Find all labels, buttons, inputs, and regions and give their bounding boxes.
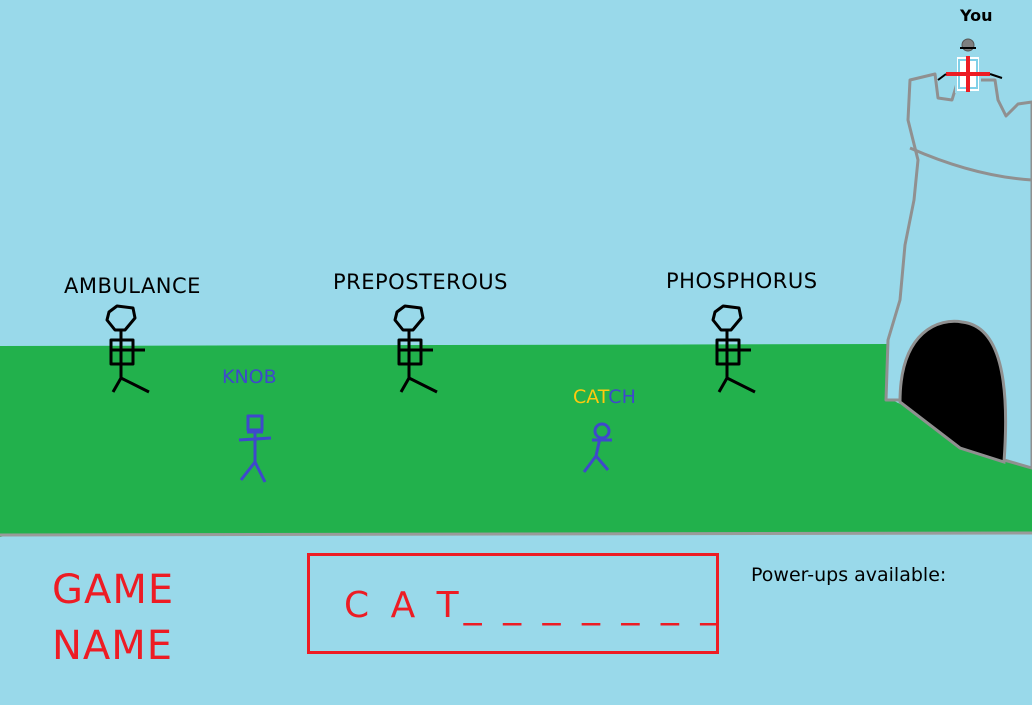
word-progress: C A T_ _ _ _ _ _ _ (344, 585, 724, 626)
game-title: GAME NAME (52, 562, 174, 674)
minion-figure-knob (238, 414, 272, 483)
enemy-word-phosphorus: PHOSPHORUS (666, 269, 818, 293)
enemy-figure-preposterous (393, 304, 438, 394)
knight-icon (937, 38, 1003, 93)
tower-gate (898, 319, 1008, 465)
castle-tower-icon (884, 72, 1032, 470)
enemy-word-ambulance: AMBULANCE (64, 274, 201, 298)
powerups-label: Power-ups available: (751, 564, 947, 586)
minion-figure-catch (582, 422, 612, 473)
ground-edge (0, 531, 1032, 537)
enemy-figure-phosphorus (711, 304, 756, 394)
game-title-line1: GAME (52, 567, 175, 613)
minion-word-remaining: KNOB (222, 366, 277, 388)
enemy-word-preposterous: PREPOSTEROUS (333, 270, 508, 294)
minion-word-knob: KNOB (222, 366, 277, 388)
player-label: You (960, 6, 993, 25)
game-title-line2: NAME (52, 623, 174, 669)
word-input-box[interactable] (307, 553, 719, 654)
minion-word-remaining: CH (608, 386, 636, 408)
minion-word-catch: CATCH (573, 386, 636, 408)
enemy-figure-ambulance (105, 304, 150, 394)
minion-word-typed: CAT (573, 386, 609, 408)
grass-field (0, 344, 1032, 537)
